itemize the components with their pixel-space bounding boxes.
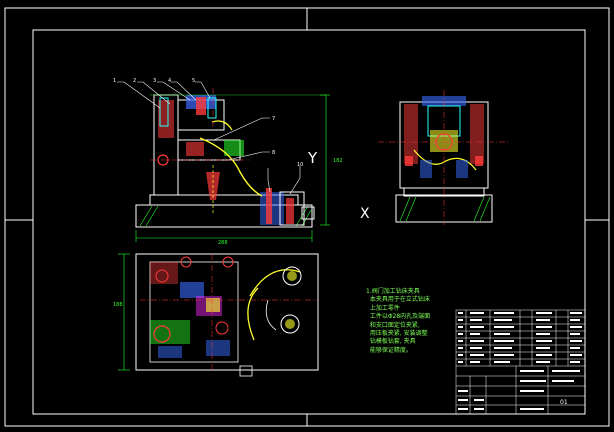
parts-list <box>455 309 586 415</box>
plan-view <box>118 253 319 377</box>
inner-frame <box>32 29 586 415</box>
balloon-2: 2 <box>133 78 136 84</box>
dim-plan: 188 <box>113 302 123 308</box>
balloon-8: 8 <box>272 150 275 156</box>
balloon-5: 5 <box>192 78 195 84</box>
axis-x-label: X <box>360 206 370 222</box>
frame-ticks <box>5 8 609 426</box>
dim-height: 182 <box>333 158 343 164</box>
technical-requirements-note: 1.阀门加工钻床夹具 本夹具用于在立式钻床 上加工零件 工件以Φ28内孔及端面 … <box>366 288 431 354</box>
sheet-number: 01 <box>560 399 568 406</box>
side-view <box>378 90 510 225</box>
balloon-3: 3 <box>153 78 156 84</box>
balloon-10: 10 <box>297 162 303 168</box>
parts-list-marks <box>458 312 582 410</box>
axis-y-label: Y <box>307 149 318 167</box>
balloon-4: 4 <box>168 78 171 84</box>
balloon-7: 7 <box>272 116 275 122</box>
dim-width: 288 <box>218 240 228 246</box>
balloon-1: 1 <box>113 78 116 84</box>
front-view <box>117 81 330 242</box>
